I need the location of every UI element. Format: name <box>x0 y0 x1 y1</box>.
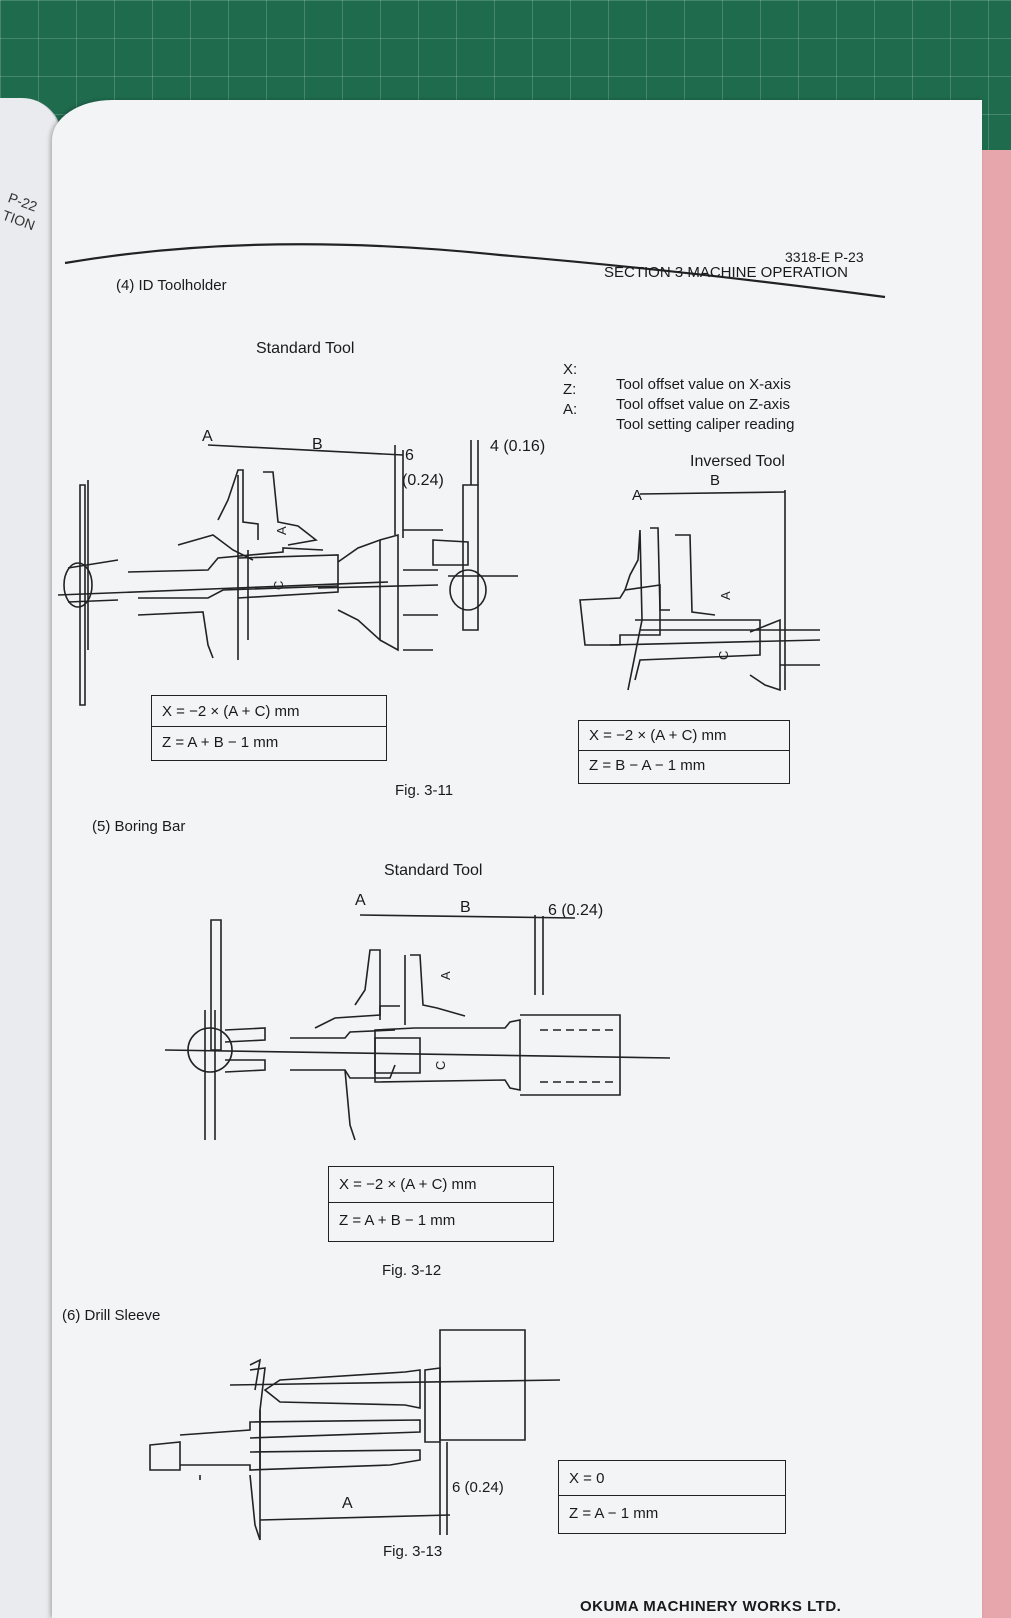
fig13-formula-box: X = 0 Z = A − 1 mm <box>558 1460 786 1534</box>
fig13-drawing <box>150 1330 570 1550</box>
fig11-inv-dim-c: C <box>716 651 731 660</box>
fig11-label-a: A <box>202 428 213 445</box>
item-id-toolholder: (4) ID Toolholder <box>116 277 227 294</box>
fig12-label-b: B <box>460 899 471 916</box>
legend-key: Z: <box>563 381 577 398</box>
fig12-dim-6: 6 (0.24) <box>548 902 604 919</box>
formula-z: Z = B − A − 1 mm <box>579 750 789 780</box>
fig11-dim-024: (0.24) <box>402 472 444 489</box>
formula-x: X = −2 × (A + C) mm <box>589 727 727 744</box>
fig11-dim-c-vertical: C <box>271 581 286 590</box>
legend-text: Tool offset value on Z-axis <box>616 396 790 413</box>
fig12-label-a: A <box>355 892 366 909</box>
fig11-standard-title: Standard Tool <box>256 340 355 357</box>
fig12-dim-c-vertical: C <box>433 1061 448 1070</box>
fig11-dim-4: 4 (0.16) <box>490 438 546 455</box>
fig13-label-a: A <box>342 1495 353 1512</box>
fig11-dim-a-vertical: A <box>274 526 289 535</box>
item-drill-sleeve: (6) Drill Sleeve <box>62 1307 161 1324</box>
formula-z: Z = A + B − 1 mm <box>152 726 386 757</box>
fig12-drawing: A C <box>165 910 675 1150</box>
formula-x: X = 0 <box>569 1469 605 1487</box>
formula-x: X = −2 × (A + C) mm <box>339 1176 477 1193</box>
fig11-standard-drawing: A C <box>58 440 548 680</box>
item-boring-bar: (5) Boring Bar <box>92 818 186 835</box>
fig12-caption: Fig. 3-12 <box>382 1262 442 1279</box>
fig11-inversed-drawing: A C <box>580 490 820 700</box>
legend-key: A: <box>563 401 578 418</box>
formula-x: X = −2 × (A + C) mm <box>162 702 300 720</box>
legend-key: X: <box>563 361 578 378</box>
header-rule <box>60 225 890 305</box>
fig11-inversed-title: Inversed Tool <box>690 453 785 470</box>
fig11-inv-dim-a: A <box>718 591 733 600</box>
fig12-formula-box: X = −2 × (A + C) mm Z = A + B − 1 mm <box>328 1166 554 1242</box>
manual-page <box>52 100 982 1618</box>
fig11-standard-formula-box: X = −2 × (A + C) mm Z = A + B − 1 mm <box>151 695 387 761</box>
legend-text: Tool offset value on X-axis <box>616 376 791 393</box>
previous-page-edge: P-22 TION <box>0 98 62 1618</box>
fig13-dim-6: 6 (0.24) <box>452 1479 504 1496</box>
section-title: SECTION 3 MACHINE OPERATION <box>604 264 848 281</box>
doc-page-number: 3318-E P-23 <box>785 249 864 265</box>
fig11-dim-6: 6 <box>405 447 414 464</box>
footer-company: OKUMA MACHINERY WORKS LTD. <box>580 1598 842 1615</box>
formula-z: Z = A + B − 1 mm <box>329 1202 553 1238</box>
fig11-inv-label-a: A <box>632 487 643 504</box>
formula-z: Z = A − 1 mm <box>559 1495 785 1530</box>
fig12-title: Standard Tool <box>384 862 483 879</box>
fig11-inv-label-b: B <box>710 472 721 489</box>
fig13-caption: Fig. 3-13 <box>383 1543 443 1560</box>
fig11-label-b: B <box>312 436 323 453</box>
legend-text: Tool setting caliper reading <box>616 416 795 433</box>
fig11-caption: Fig. 3-11 <box>395 782 454 799</box>
fig11-inversed-formula-box: X = −2 × (A + C) mm Z = B − A − 1 mm <box>578 720 790 784</box>
fig12-dim-a-vertical: A <box>438 971 453 980</box>
